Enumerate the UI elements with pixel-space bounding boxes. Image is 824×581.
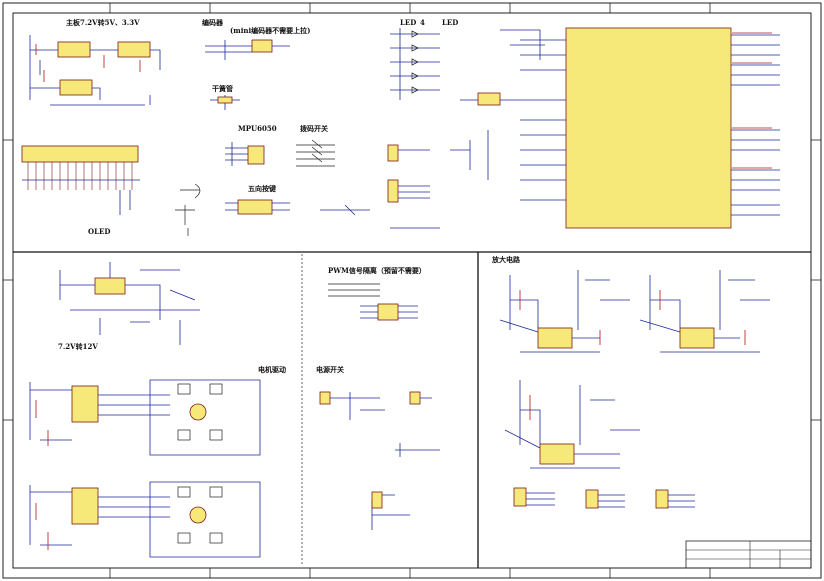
boost-title: 7.2V转12V xyxy=(58,342,98,351)
motor-drive-block: 电机驱动 xyxy=(29,365,286,558)
encoder-title: 编码器 xyxy=(202,18,224,27)
title-block xyxy=(685,540,812,569)
dip-switch-title: 拨码开关 xyxy=(300,124,328,133)
amplifier-title: 放大电路 xyxy=(491,255,521,264)
buzzer-block xyxy=(175,183,201,236)
power-regulator-block: 主板7.2V转5V、3.3V xyxy=(29,18,161,106)
motor-b-icon xyxy=(189,506,207,524)
sensor-connector-3 xyxy=(655,489,669,509)
regulator-5v-chip xyxy=(57,41,91,58)
pwm-isolator-chip xyxy=(377,303,399,321)
power-switch-connector-a xyxy=(319,391,331,405)
boost-block: 7.2V转12V xyxy=(58,262,200,351)
encoder-block: 编码器 (mini编码器不需要上拉) xyxy=(202,18,310,60)
five-way-key-title: 五向按键 xyxy=(248,184,276,193)
dip-switch-block: 拨码开关 xyxy=(296,124,335,167)
five-way-key-chip xyxy=(237,199,273,215)
power-switch-title: 电源开关 xyxy=(316,365,344,374)
five-way-key-block: 五向按键 xyxy=(225,184,290,215)
motor-drive-title: 电机驱动 xyxy=(258,365,286,374)
led-count: 4 xyxy=(420,18,425,27)
mpu6050-block: MPU6050 xyxy=(225,124,277,166)
led-block: LED 4 LED xyxy=(390,18,458,100)
amplifier-chip-1 xyxy=(537,327,573,349)
motor-driver-chip-b xyxy=(71,487,99,525)
sensor-connector-1 xyxy=(513,487,527,507)
power-regulator-title: 主板7.2V转5V、3.3V xyxy=(66,18,140,27)
boost-chip xyxy=(94,277,126,295)
oled-title: OLED xyxy=(88,227,110,236)
reed-switch-title: 干簧管 xyxy=(212,84,233,93)
mcu-block xyxy=(450,27,780,229)
pwm-isolation-title: PWM信号隔离（預留不需要） xyxy=(328,266,426,275)
pwm-isolation-block: PWM信号隔离（預留不需要） xyxy=(328,266,426,321)
led-title-right: LED xyxy=(442,18,458,27)
crystal-chip xyxy=(477,92,501,106)
mpu6050-title: MPU6050 xyxy=(238,124,277,133)
encoder-note: (mini编码器不需要上拉) xyxy=(230,26,310,35)
oled-header xyxy=(21,145,139,163)
amplifier-block: 放大电路 xyxy=(491,255,770,469)
led-title-left: LED xyxy=(400,18,416,27)
regulator-aux-chip xyxy=(59,79,93,96)
amplifier-chip-3 xyxy=(539,443,575,465)
reed-switch-block: 干簧管 xyxy=(210,84,240,110)
sensor-connectors xyxy=(513,487,695,509)
motor-driver-chip-a xyxy=(71,385,99,423)
mpu6050-connector xyxy=(247,145,265,165)
encoder-connector xyxy=(251,39,273,53)
power-switch-block: 电源开关 xyxy=(316,365,440,530)
motor-a-icon xyxy=(189,403,207,421)
power-switch-connector-b xyxy=(409,391,421,405)
amplifier-chip-2 xyxy=(679,327,715,349)
sensor-connector-2 xyxy=(585,489,599,509)
left-connectors xyxy=(320,144,440,229)
regulator-3v3-chip xyxy=(117,41,151,58)
mcu-chip xyxy=(565,27,732,229)
oled-block: OLED xyxy=(21,145,140,236)
